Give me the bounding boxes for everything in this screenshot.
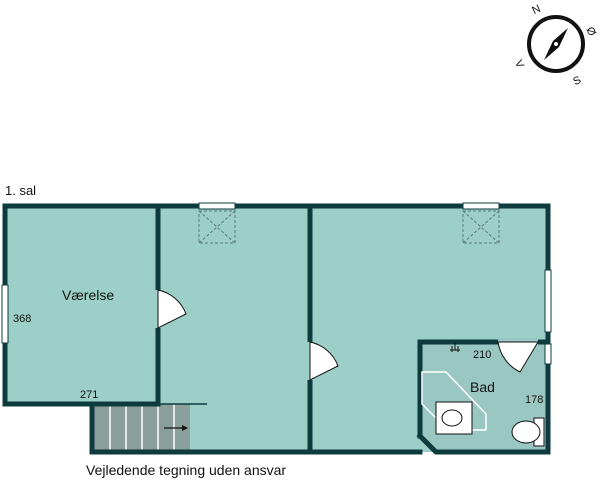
compass: N Ø S V <box>512 3 598 88</box>
room-dim-bad-width: 210 <box>473 349 491 361</box>
window-left <box>1 284 9 344</box>
stairs-arrow-icon <box>182 425 188 431</box>
sink-icon <box>435 401 473 435</box>
doors <box>154 289 539 381</box>
door-vaerelse <box>154 289 187 329</box>
windows <box>1 202 552 365</box>
window-top-2 <box>462 202 500 210</box>
skylights <box>198 210 500 244</box>
compass-label-north: N <box>530 3 542 17</box>
floor-label: 1. sal <box>5 183 36 198</box>
window-top-1 <box>198 202 236 210</box>
floor-vaerelse <box>5 206 158 404</box>
toilet-icon <box>511 417 545 447</box>
bath-fixtures <box>421 343 545 447</box>
wall-bath-chamfer <box>416 432 551 455</box>
room-dim-vaerelse-depth: 271 <box>80 389 98 401</box>
room-label-bad: Bad <box>470 379 495 395</box>
compass-label-west: V <box>512 58 526 70</box>
compass-label-south: S <box>571 74 583 88</box>
door-bad <box>497 338 539 373</box>
compass-label-east: Ø <box>583 25 598 38</box>
walls <box>2 203 551 455</box>
skylight-1 <box>198 210 236 244</box>
compass-center <box>553 41 559 47</box>
window-right-1 <box>544 269 552 333</box>
disclaimer: Vejledende tegning uden ansvar <box>86 462 286 478</box>
shower-head-icon <box>450 343 460 352</box>
staircase <box>92 403 207 452</box>
room-dim-vaerelse-width: 368 <box>13 313 31 325</box>
skylight-2 <box>462 210 500 244</box>
door-hall <box>306 341 339 381</box>
room-label-vaerelse: Værelse <box>62 287 114 303</box>
floor-hall <box>158 206 310 404</box>
window-right-2 <box>544 343 552 365</box>
room-dim-bad-depth: 178 <box>525 394 543 406</box>
